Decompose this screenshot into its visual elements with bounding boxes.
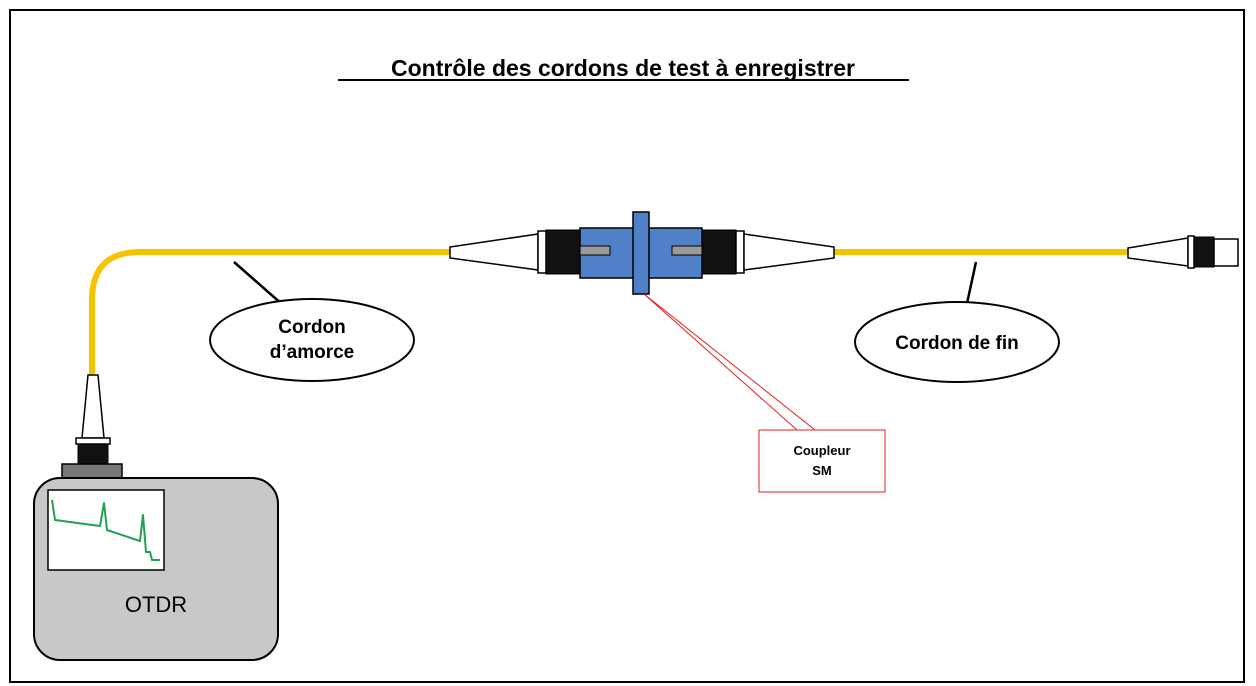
end-connector-ferrule: [1187, 235, 1195, 269]
coupler-callout-box: [758, 429, 886, 493]
end-connector-body: [1193, 236, 1215, 268]
launch-cord-label-line2: d’amorce: [270, 342, 354, 363]
launch-cord-pointer: [233, 261, 284, 306]
coupler-slot-left: [579, 245, 611, 256]
end-connector-tip: [1213, 238, 1239, 267]
otdr-label: OTDR: [125, 592, 187, 617]
coupler-slot-right: [671, 245, 703, 256]
coupler-label-line2: SM: [812, 463, 832, 478]
tail-cord-label: Cordon de fin: [895, 333, 1018, 354]
otdr-connector-ferrule: [75, 437, 111, 445]
tail-cord-bubble: [854, 301, 1060, 383]
coupler-flange: [632, 211, 650, 295]
launch-cord-bubble: [209, 298, 415, 382]
right-connector-boot: [743, 233, 835, 271]
launch-cord-label-line1: Cordon: [278, 317, 346, 338]
otdr-connector-body: [77, 443, 109, 465]
coupler: [579, 211, 703, 295]
launch-fiber: [89, 249, 450, 375]
left-connector-ferrule: [537, 230, 547, 274]
tail-cord-pointer: [964, 261, 978, 309]
diagram-title: Contrôle des cordons de test à enregistr…: [391, 55, 855, 81]
right-connector-body: [701, 229, 737, 275]
coupler-label-line1: Coupleur: [793, 443, 850, 458]
right-connector-ferrule: [735, 230, 745, 274]
left-connector-body: [545, 229, 581, 275]
otdr-trace: [51, 499, 160, 561]
